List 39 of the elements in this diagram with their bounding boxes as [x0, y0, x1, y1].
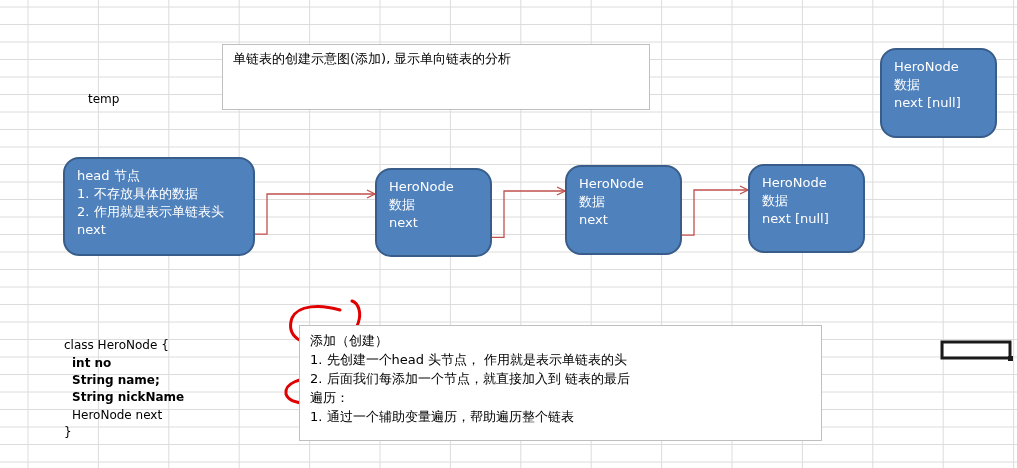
node-text: 数据	[389, 196, 416, 214]
node-text: 2. 后面我们每添加一个节点，就直接加入到 链表的最后	[310, 370, 631, 388]
list-node-box	[565, 165, 682, 255]
note-box	[299, 325, 822, 441]
node-text: head 节点	[77, 167, 141, 185]
node-text: next [null]	[894, 94, 962, 112]
node-text: 数据	[894, 76, 921, 94]
node-text: 2. 作用就是表示单链表头	[77, 203, 225, 221]
list-node-box	[880, 48, 997, 138]
node-text: 1. 不存放具体的数据	[77, 185, 199, 203]
node-text: 单链表的创建示意图(添加), 显示单向链表的分析	[233, 50, 513, 68]
arrow	[491, 186, 566, 239]
node-text: 1. 先创建一个head 头节点， 作用就是表示单链表的头	[310, 351, 629, 369]
node-text: next	[389, 214, 419, 232]
head-node-box	[63, 157, 255, 256]
code-line: class HeroNode {	[64, 338, 169, 352]
code-line: }	[64, 425, 72, 439]
node-text: 遍历：	[310, 389, 350, 407]
arrow	[681, 185, 749, 236]
node-text: next	[579, 211, 609, 229]
node-text: 数据	[579, 193, 606, 211]
code-line: int no	[72, 356, 112, 370]
code-line: String nickName	[72, 390, 185, 404]
node-text: 数据	[762, 192, 789, 210]
list-node-box	[375, 168, 492, 257]
node-text: next	[77, 221, 107, 239]
arrow	[254, 189, 376, 235]
node-text: 1. 通过一个辅助变量遍历，帮助遍历整个链表	[310, 408, 575, 426]
list-node-box	[748, 164, 865, 253]
node-text: next [null]	[762, 210, 830, 228]
node-text: HeroNode	[389, 178, 455, 196]
code-line: String name;	[72, 373, 160, 387]
node-text: HeroNode	[579, 175, 645, 193]
title-box	[222, 44, 650, 110]
node-text: HeroNode	[894, 58, 960, 76]
node-text: 添加（创建）	[310, 332, 389, 350]
node-text: HeroNode	[762, 174, 828, 192]
variable-label: temp	[88, 92, 120, 106]
code-line: HeroNode next	[72, 408, 163, 422]
